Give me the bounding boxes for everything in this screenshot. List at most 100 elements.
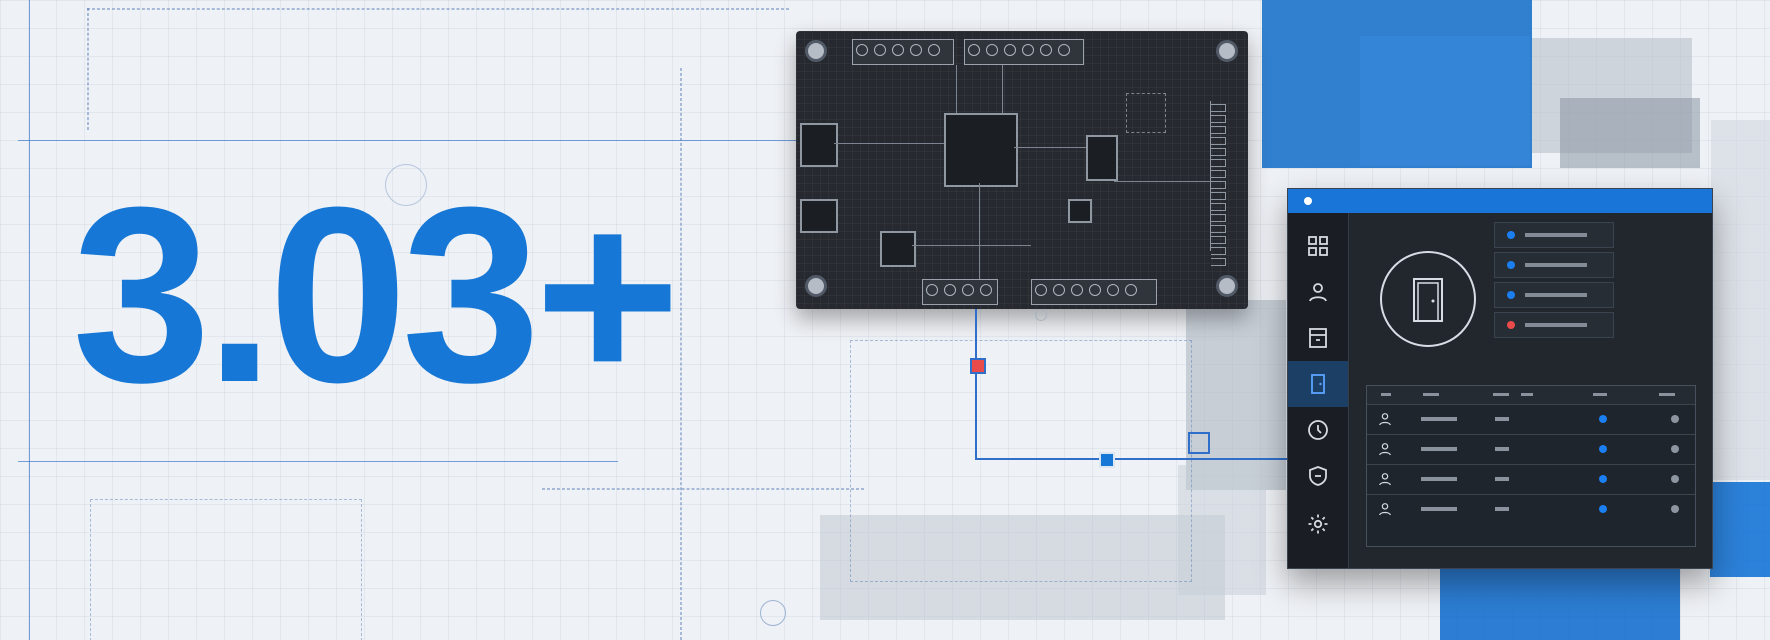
sidebar-item-settings[interactable]: [1288, 501, 1348, 547]
ic-chip: [800, 123, 838, 167]
sidebar-item-security[interactable]: [1288, 453, 1348, 499]
cell-placeholder: [1495, 447, 1509, 451]
user-icon: [1379, 473, 1391, 486]
connection-line: [975, 309, 977, 460]
board-texture: [796, 31, 1248, 309]
header-placeholder: [1521, 393, 1533, 396]
processor-chip: [944, 113, 1018, 187]
row-action-dot[interactable]: [1671, 445, 1679, 453]
terminal-block: [852, 39, 954, 65]
window-status-dot: [1304, 197, 1312, 205]
window-titlebar: [1288, 189, 1712, 213]
dashed-guide: [87, 8, 89, 130]
ic-chip: [880, 231, 916, 267]
header-placeholder: [1381, 393, 1391, 396]
door-status-badge: [1380, 251, 1476, 347]
row-status-dot: [1599, 505, 1607, 513]
row-action-dot[interactable]: [1671, 505, 1679, 513]
circuit-board: [796, 31, 1248, 321]
sidebar-item-users[interactable]: [1288, 269, 1348, 315]
table-row[interactable]: [1367, 464, 1695, 495]
dashed-guide: [87, 8, 789, 10]
row-action-dot[interactable]: [1671, 415, 1679, 423]
sidebar-item-schedules[interactable]: [1288, 407, 1348, 453]
app-sidebar: [1288, 213, 1349, 568]
table-header: [1367, 386, 1695, 405]
clock-icon: [1308, 420, 1328, 440]
pixel-block: [1186, 300, 1286, 490]
controller-icon: [1309, 328, 1327, 348]
status-row[interactable]: [1494, 282, 1614, 308]
status-row[interactable]: [1494, 252, 1614, 278]
sidebar-item-controllers[interactable]: [1288, 315, 1348, 361]
pixel-block: [1178, 465, 1266, 595]
connection-node: [1099, 452, 1115, 468]
status-dot: [1507, 261, 1515, 269]
crosshair-icon: [385, 164, 427, 206]
circuit-trace: [1126, 93, 1166, 133]
connection-line: [975, 458, 1287, 460]
mounting-hole: [805, 40, 827, 62]
access-log-table: [1366, 385, 1696, 547]
ic-chip: [800, 199, 838, 233]
user-icon: [1309, 283, 1327, 302]
circuit-trace: [1114, 181, 1210, 182]
status-dot: [1507, 291, 1515, 299]
user-icon: [1379, 503, 1391, 516]
status-row[interactable]: [1494, 222, 1614, 248]
cell-placeholder: [1421, 507, 1457, 511]
status-dot: [1507, 231, 1515, 239]
cell-placeholder: [1495, 477, 1509, 481]
pixel-block: [1560, 98, 1700, 168]
cell-placeholder: [1421, 447, 1457, 451]
header-placeholder: [1593, 393, 1607, 396]
guide-line: [18, 140, 798, 141]
mounting-hole: [1216, 275, 1238, 297]
circuit-trace: [1014, 147, 1086, 148]
table-row[interactable]: [1367, 404, 1695, 435]
table-row[interactable]: [1367, 434, 1695, 465]
ic-chip: [1068, 199, 1092, 223]
door-icon: [1311, 374, 1325, 394]
dashboard-icon: [1308, 236, 1328, 256]
circuit-trace: [912, 245, 1031, 246]
sidebar-item-doors[interactable]: [1288, 361, 1348, 407]
shield-icon: [1309, 466, 1327, 486]
status-text-placeholder: [1525, 323, 1587, 327]
version-number: 3.03+: [72, 155, 681, 434]
table-row[interactable]: [1367, 494, 1695, 524]
dashed-guide: [542, 488, 864, 490]
pixel-block: [1262, 0, 1532, 168]
pin-header: [1210, 101, 1226, 266]
row-status-dot: [1599, 415, 1607, 423]
guide-line: [29, 0, 30, 640]
pixel-block: [820, 515, 1225, 620]
cell-placeholder: [1421, 417, 1457, 421]
gear-icon: [1308, 514, 1328, 534]
status-dot: [1507, 321, 1515, 329]
dashed-guide: [850, 340, 1192, 582]
door-icon: [1413, 278, 1443, 322]
terminal-block: [1031, 279, 1157, 321]
cell-placeholder: [1495, 507, 1509, 511]
circuit-trace: [834, 143, 944, 144]
circuit-trace: [979, 183, 980, 279]
status-row[interactable]: [1494, 312, 1614, 338]
terminal-block: [964, 39, 1084, 65]
ic-chip: [1086, 135, 1118, 181]
dashed-guide: [90, 499, 362, 640]
user-icon: [1379, 413, 1391, 426]
mounting-hole: [1216, 40, 1238, 62]
pixel-block: [1711, 120, 1770, 480]
pixel-block: [1360, 36, 1530, 166]
sidebar-item-dashboard[interactable]: [1288, 223, 1348, 269]
pixel-block: [1440, 567, 1680, 640]
header-placeholder: [1493, 393, 1509, 396]
circuit-trace: [1002, 65, 1003, 113]
pixel-block: [1710, 482, 1770, 577]
cell-placeholder: [1421, 477, 1457, 481]
row-action-dot[interactable]: [1671, 475, 1679, 483]
guide-line: [18, 461, 618, 462]
terminal-block: [922, 279, 998, 305]
